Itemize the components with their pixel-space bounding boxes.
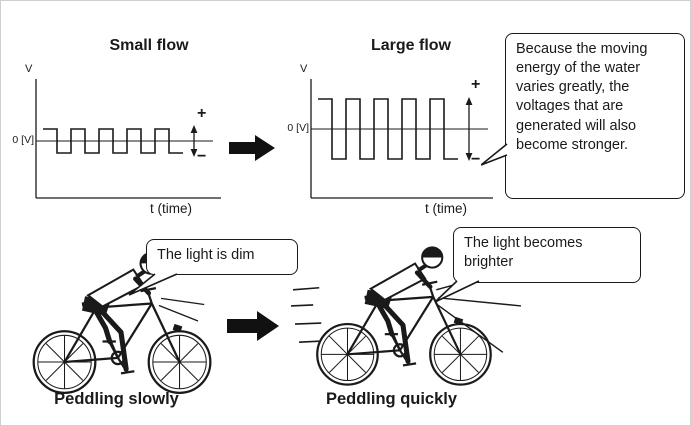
large-amplitude-arrow-up-head <box>465 97 473 105</box>
speed-lines <box>291 286 322 344</box>
dim-light-bubble-tail <box>128 273 178 296</box>
flow-transition-arrow-icon <box>229 135 275 161</box>
small-flow-graph <box>35 79 221 199</box>
large-square-wave <box>318 98 458 160</box>
dim-light-speech-bubble: The light is dim <box>146 239 298 275</box>
explanation-speech-bubble: Because the moving energy of the water v… <box>505 33 685 199</box>
large-flow-graph <box>310 79 493 199</box>
dim-light-beam <box>158 297 205 322</box>
small-minus-sign: − <box>197 148 207 165</box>
small-amplitude-arrow-up-head <box>190 125 198 133</box>
small-amplitude-arrow-down-head <box>190 149 198 157</box>
large-time-label: t (time) <box>425 201 467 216</box>
small-time-label: t (time) <box>150 201 192 216</box>
speed-transition-arrow-icon <box>227 311 279 341</box>
large-zero-label: 0 [V] <box>287 122 309 134</box>
peddling-slowly-caption: Peddling slowly <box>54 390 179 408</box>
large-plus-sign: + <box>471 76 481 93</box>
small-plus-sign: + <box>197 105 207 122</box>
small-flow-title: Small flow <box>109 37 189 54</box>
small-square-wave <box>43 128 183 154</box>
bicycle-slow-illustration <box>23 247 219 399</box>
peddling-quickly-caption: Peddling quickly <box>325 390 458 408</box>
small-zero-label: 0 [V] <box>12 134 34 146</box>
bright-light-speech-bubble: The light becomes brighter <box>453 227 641 283</box>
large-flow-title: Large flow <box>370 37 451 54</box>
large-v-axis-label: V <box>300 63 308 75</box>
large-minus-sign: − <box>471 151 481 168</box>
explanation-bubble-tail <box>481 143 508 166</box>
small-v-axis-label: V <box>25 63 33 75</box>
bright-light-bubble-tail <box>434 280 480 303</box>
large-amplitude-arrow-down-head <box>465 153 473 161</box>
